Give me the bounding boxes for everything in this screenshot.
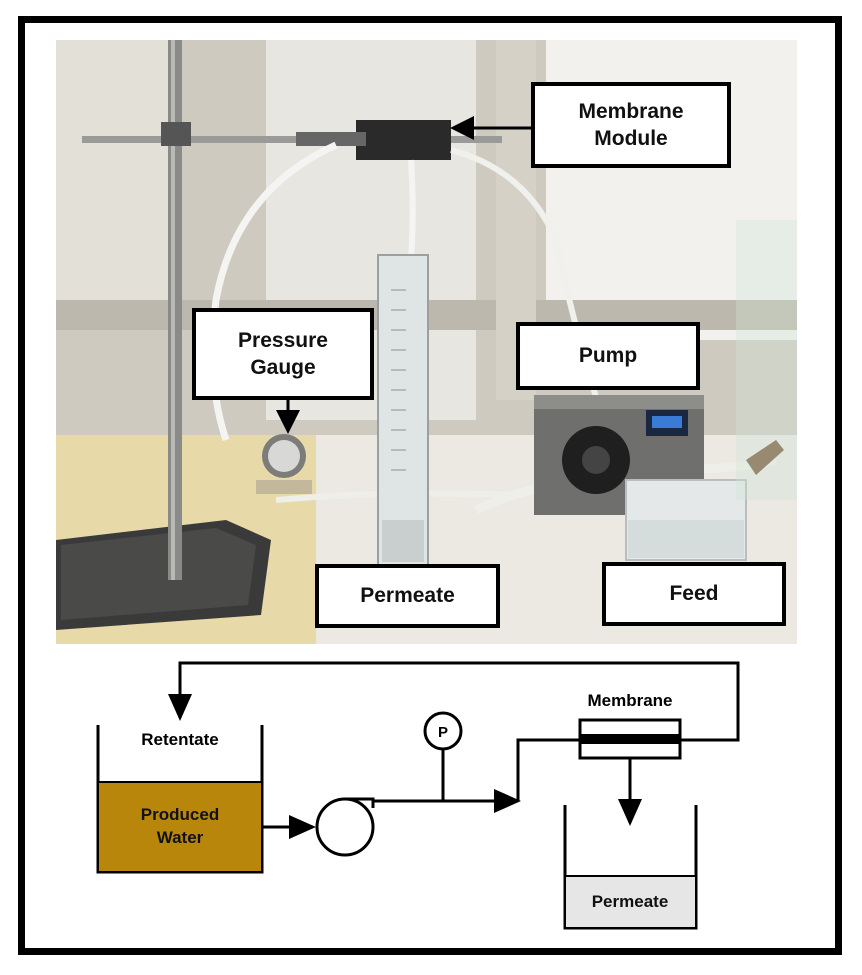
- permeate-tank-label: Permeate: [592, 892, 669, 911]
- setup-photograph: Membrane Module Pressure Gauge Pump Perm…: [56, 40, 797, 644]
- pressure-gauge-label-line1: Pressure: [238, 328, 328, 352]
- permeate-photo-label: Permeate: [315, 564, 500, 628]
- photo-arrows: [276, 116, 531, 434]
- feed-tank: [96, 725, 264, 874]
- retentate-label: Retentate: [141, 730, 218, 749]
- retentate-recycle-line: [168, 661, 740, 742]
- pressure-gauge-symbol-label: P: [438, 724, 448, 741]
- pump-label-text: Pump: [578, 344, 638, 368]
- pump-symbol: [315, 797, 375, 857]
- permeate-photo-label-text: Permeate: [360, 584, 455, 608]
- permeate-fill: [566, 876, 695, 927]
- pressure-gauge-symbol: [423, 711, 463, 751]
- produced-water-fill: [99, 782, 261, 871]
- pressure-gauge-label-line2: Gauge: [250, 356, 316, 379]
- feed-label-text: Feed: [669, 582, 719, 606]
- pressure-gauge-label: Pressure Gauge: [192, 308, 374, 400]
- produced-water-label-line1: Produced: [141, 805, 219, 824]
- membrane-feed-line: [516, 738, 580, 801]
- membrane-module-label: Membrane Module: [531, 82, 731, 168]
- membrane-module-label-line2: Module: [594, 127, 668, 150]
- permeate-tank: [563, 805, 698, 930]
- produced-water-label-line2: Water: [157, 828, 204, 847]
- feed-label: Feed: [602, 562, 786, 626]
- pump-label: Pump: [516, 322, 700, 390]
- membrane-label: Membrane: [587, 691, 672, 710]
- membrane-module-label-line1: Membrane: [578, 99, 684, 123]
